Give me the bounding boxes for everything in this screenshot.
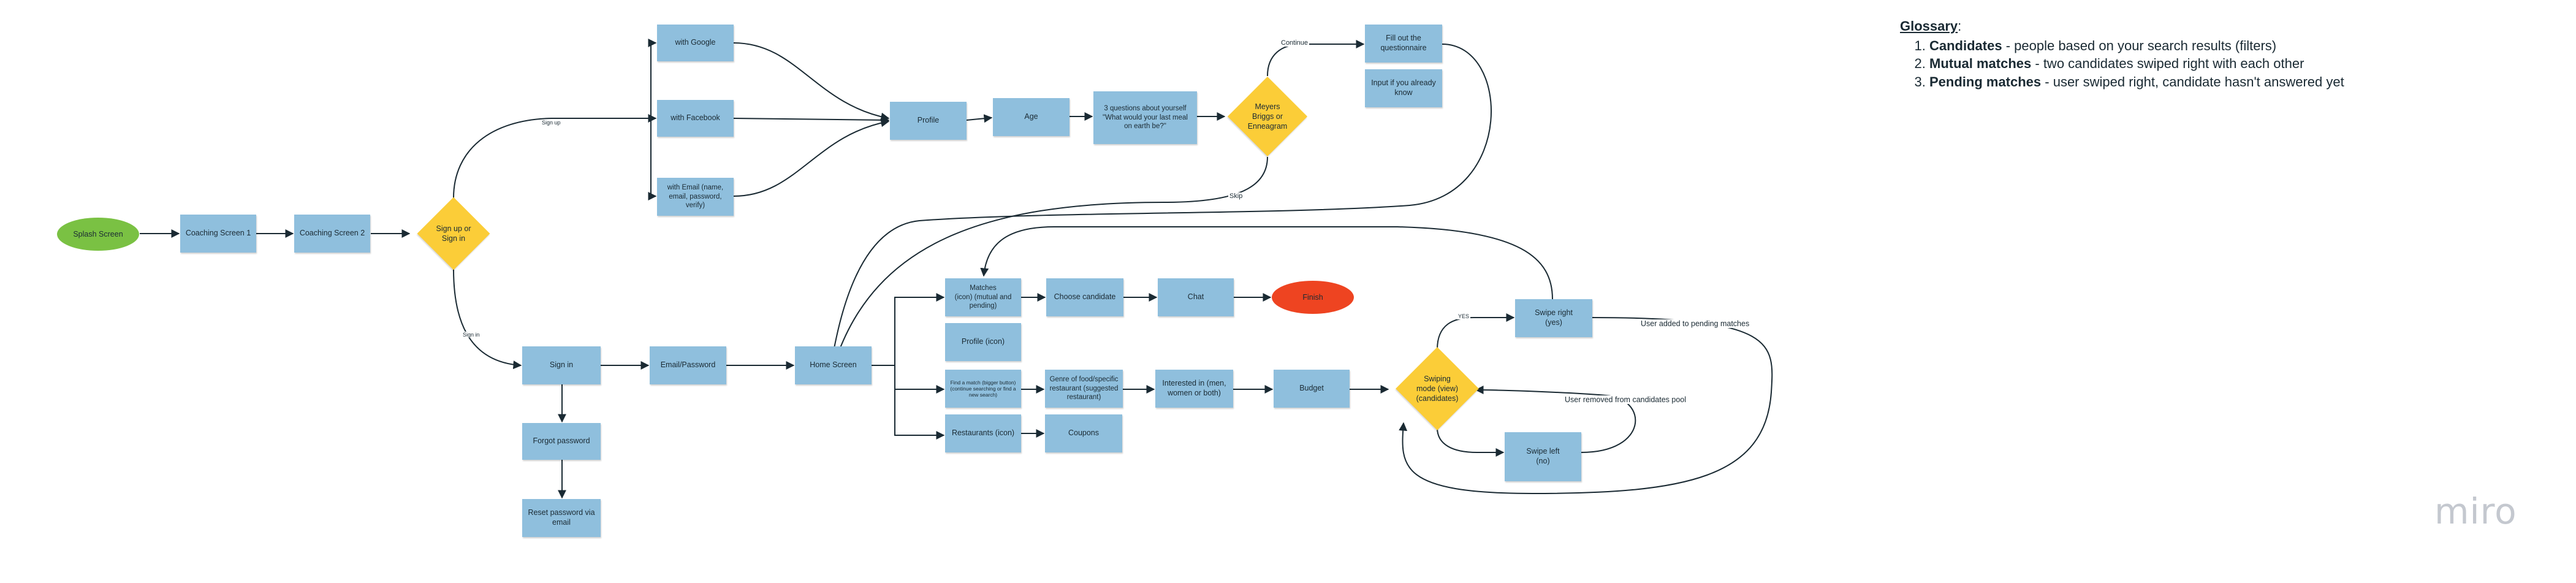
glossary-list: Candidates - people based on your search… xyxy=(1900,37,2344,91)
node-budget: Budget xyxy=(1274,370,1350,408)
glossary-title: Glossary xyxy=(1900,18,1958,34)
node-with-google: with Google xyxy=(657,25,734,61)
edge-bracket-email xyxy=(650,42,656,197)
glossary-item: Mutual matches - two candidates swiped r… xyxy=(1929,55,2344,73)
node-finish: Finish xyxy=(1272,281,1354,314)
node-chat: Chat xyxy=(1158,278,1234,316)
node-email-password: Email/Password xyxy=(650,346,726,384)
glossary-heading: Glossary: xyxy=(1900,17,2344,36)
edge-label-sign-up: Sign up xyxy=(541,120,562,126)
glossary-desc: - two candidates swiped right with each … xyxy=(2031,56,2304,72)
edge-label-skip: Skip xyxy=(1228,192,1244,200)
decision-swiping-label: Swiping mode (view) (candidates) xyxy=(1416,374,1459,403)
node-swipe-left: Swipe left (no) xyxy=(1505,432,1581,481)
node-restaurants-icon: Restaurants (icon) xyxy=(945,414,1021,452)
node-fill-questionnaire: Fill out the questionnaire xyxy=(1365,25,1442,63)
decision-swiping-mode: Swiping mode (view) (candidates) xyxy=(1389,347,1485,430)
edge-continue xyxy=(1267,40,1365,77)
node-coaching-screen-1: Coaching Screen 1 xyxy=(180,215,256,253)
node-coupons: Coupons xyxy=(1045,414,1122,452)
glossary-desc: - user swiped right, candidate hasn't an… xyxy=(2041,74,2344,90)
node-matches-icon: Matches (icon) (mutual and pending) xyxy=(945,278,1021,316)
edge-label-user-removed: User removed from candidates pool xyxy=(1563,395,1688,404)
decision-meyers-label: Meyers Briggs or Enneagram xyxy=(1247,102,1288,131)
edge-google-profile xyxy=(733,42,890,121)
glossary-term: Candidates xyxy=(1929,37,2002,53)
node-splash-screen: Splash Screen xyxy=(57,218,139,251)
glossary-desc: - people based on your search results (f… xyxy=(2002,37,2277,53)
glossary: Glossary: Candidates - people based on y… xyxy=(1900,17,2344,91)
glossary-colon: : xyxy=(1958,18,1962,34)
node-sign-in: Sign in xyxy=(522,346,601,384)
edge-label-user-added: User added to pending matches xyxy=(1639,319,1751,328)
edge-signin-branch xyxy=(453,269,522,370)
node-with-facebook: with Facebook xyxy=(657,100,734,137)
glossary-item: Candidates - people based on your search… xyxy=(1929,37,2344,55)
node-genre-of-food: Genre of food/specific restaurant (sugge… xyxy=(1045,370,1123,408)
edge-swiperight-matches xyxy=(980,226,1553,300)
node-reset-password: Reset password via email xyxy=(522,499,601,537)
glossary-term: Mutual matches xyxy=(1929,56,2032,72)
edge-swiperight-loop xyxy=(1399,317,1773,495)
node-with-email: with Email (name, email, password, verif… xyxy=(657,178,734,216)
edge-signup-branch xyxy=(453,114,657,199)
edge-bracket-vertical xyxy=(894,297,945,440)
node-profile: Profile xyxy=(890,102,967,140)
node-coaching-screen-2: Coaching Screen 2 xyxy=(294,215,370,253)
miro-logo: miro xyxy=(2434,490,2517,532)
edge-label-sign-in: Sign in xyxy=(462,332,481,338)
edge-home-bracket xyxy=(870,297,944,366)
edge-profile-age xyxy=(966,114,993,123)
node-input-if-know: Input if you already know xyxy=(1365,69,1442,107)
glossary-term: Pending matches xyxy=(1929,74,2042,90)
node-three-questions: 3 questions about yourself "What would y… xyxy=(1093,91,1197,144)
glossary-item: Pending matches - user swiped right, can… xyxy=(1929,73,2344,91)
node-age: Age xyxy=(993,98,1070,136)
node-profile-icon: Profile (icon) xyxy=(945,323,1021,361)
edge-facebook-profile xyxy=(733,115,890,124)
node-find-a-match: Find a match (bigger button) (continue s… xyxy=(945,370,1021,408)
edge-email-profile xyxy=(733,118,890,197)
decision-signup-or-signin: Sign up or Sign in xyxy=(411,197,496,270)
edge-questionnaire-home xyxy=(829,44,1492,359)
node-choose-candidate: Choose candidate xyxy=(1046,278,1123,316)
node-home-screen: Home Screen xyxy=(795,346,872,384)
edge-yes xyxy=(1437,313,1515,350)
edge-label-yes: YES xyxy=(1457,313,1471,319)
decision-signup-label: Sign up or Sign in xyxy=(436,224,471,243)
edge-no xyxy=(1437,427,1505,457)
edge-label-continue: Continue xyxy=(1280,39,1310,47)
node-swipe-right: Swipe right (yes) xyxy=(1515,299,1592,337)
node-interested-in: Interested in (men, women or both) xyxy=(1155,370,1233,408)
node-forgot-password: Forgot password xyxy=(522,423,601,460)
decision-meyers-briggs: Meyers Briggs or Enneagram xyxy=(1226,76,1309,157)
edge-skip-home xyxy=(835,156,1268,359)
